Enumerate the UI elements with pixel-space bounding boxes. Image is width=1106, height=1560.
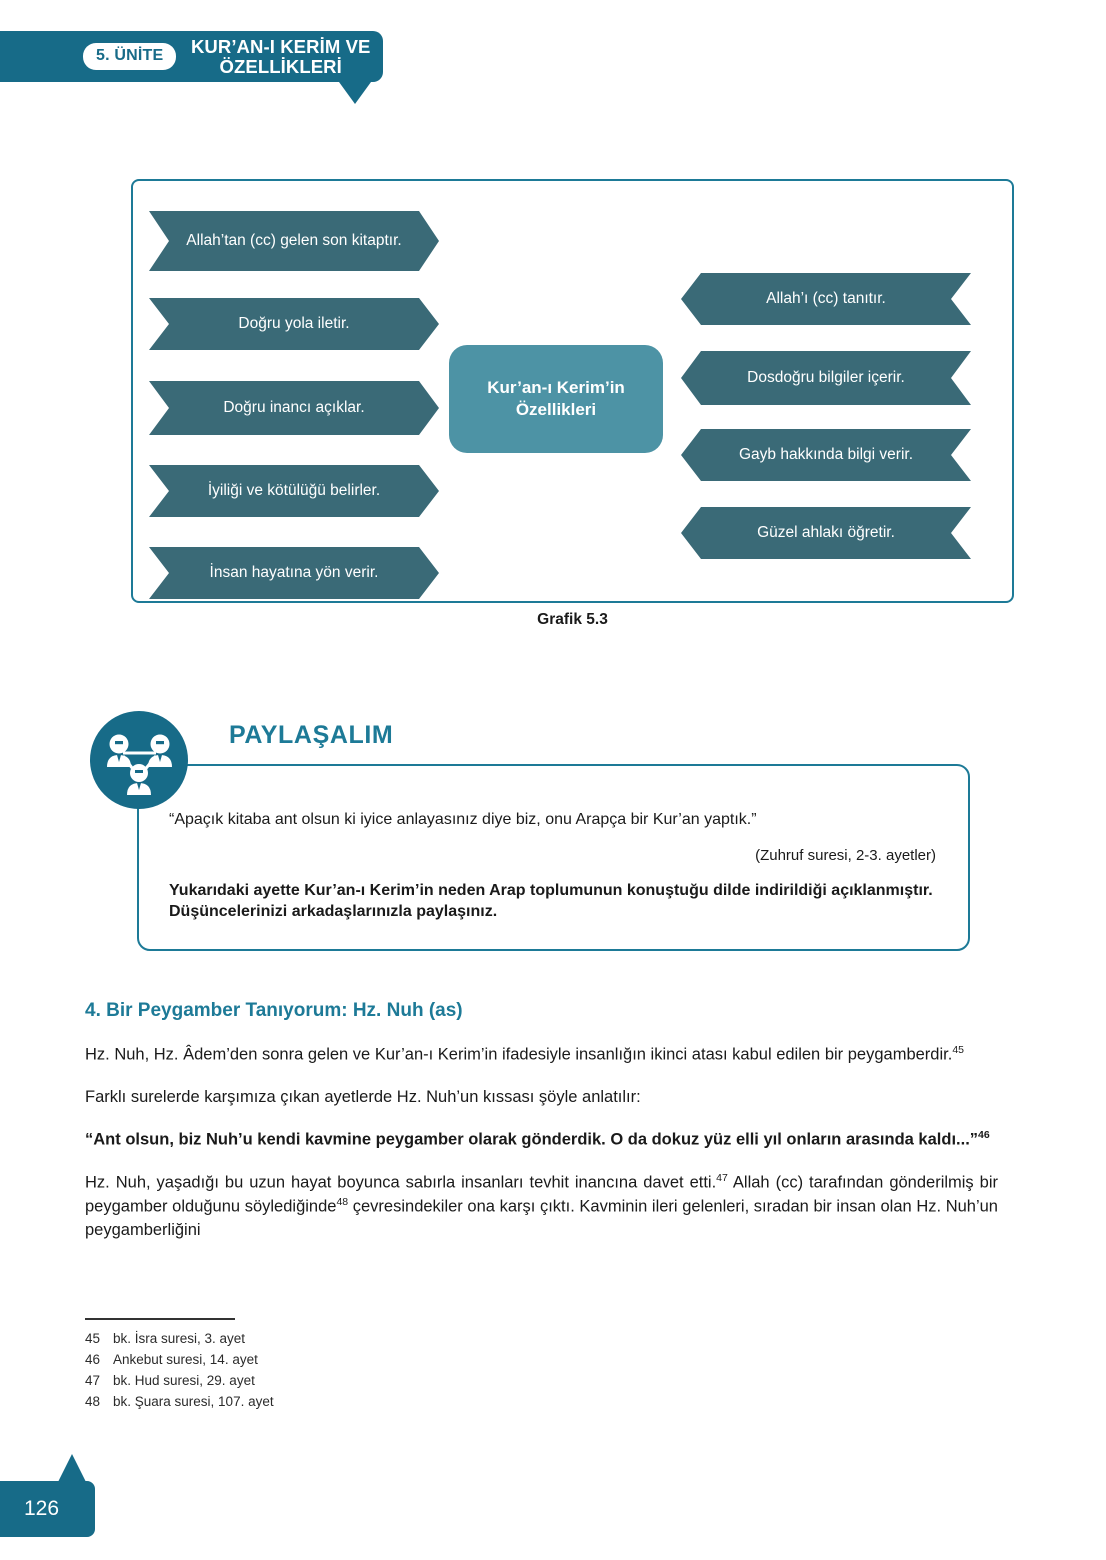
- footnote-item: 46 Ankebut suresi, 14. ayet: [85, 1349, 565, 1370]
- diagram-frame: Allah’tan (cc) gelen son kitaptır. Doğru…: [131, 179, 1014, 603]
- paragraph-4-part-a: Hz. Nuh, yaşadığı bu uzun hayat boyunca …: [85, 1173, 717, 1192]
- footnote-ref-48[interactable]: 48: [336, 1196, 349, 1209]
- share-quote-source: (Zuhruf suresi, 2-3. ayetler): [755, 846, 936, 864]
- share-quote: “Apaçık kitaba ant olsun ki iyice anlaya…: [169, 811, 757, 828]
- diagram-caption: Grafik 5.3: [537, 611, 608, 628]
- diagram-right-branch: Gayb hakkında bilgi verir.: [681, 429, 971, 481]
- footnote-item: 45 bk. İsra suresi, 3. ayet: [85, 1328, 565, 1349]
- share-content-box: “Apaçık kitaba ant olsun ki iyice anlaya…: [137, 764, 970, 951]
- diagram-left-branch: Doğru yola iletir.: [149, 298, 439, 350]
- footnote-ref-47[interactable]: 47: [716, 1172, 728, 1185]
- diagram-left-branch: İnsan hayatına yön verir.: [149, 547, 439, 599]
- unit-banner: 5. ÜNİTE KUR’AN-I KERİM VE ÖZELLİKLERİ: [0, 31, 383, 82]
- page-footer-pointer-icon: [58, 1454, 86, 1482]
- diagram-right-branch: Dosdoğru bilgiler içerir.: [681, 351, 971, 405]
- footnote-number: 46: [85, 1351, 101, 1367]
- page-footer: 126: [0, 1481, 95, 1537]
- footnote-ref-46[interactable]: 46: [978, 1129, 990, 1142]
- paragraph-3-text: “Ant olsun, biz Nuh’u kendi kavmine peyg…: [85, 1130, 979, 1149]
- diagram-left-branch: İyiliği ve kötülüğü belirler.: [149, 465, 439, 517]
- paragraph-1: Hz. Nuh, Hz. Âdem’den sonra gelen ve Kur…: [85, 1043, 998, 1067]
- paragraph-4-part-c: çevresindekiler ona karşı çıktı. Kavmini…: [85, 1197, 998, 1240]
- footnote-divider: [85, 1318, 235, 1320]
- diagram-left-branch: Allah’tan (cc) gelen son kitaptır.: [149, 211, 439, 271]
- diagram-right-branch: Güzel ahlakı öğretir.: [681, 507, 971, 559]
- paragraph-1-text: Hz. Nuh, Hz. Âdem’den sonra gelen ve Kur…: [85, 1045, 953, 1064]
- footnotes-block: 45 bk. İsra suresi, 3. ayet 46 Ankebut s…: [85, 1318, 565, 1413]
- footnote-text: bk. Şuara suresi, 107. ayet: [113, 1394, 274, 1410]
- footnote-text: bk. İsra suresi, 3. ayet: [113, 1330, 246, 1346]
- three-people-icon: [90, 711, 188, 809]
- unit-number-badge: 5. ÜNİTE: [83, 43, 177, 70]
- footnote-text: Ankebut suresi, 14. ayet: [113, 1351, 258, 1367]
- share-section-title: PAYLAŞALIM: [229, 721, 394, 749]
- footnote-number: 48: [85, 1394, 101, 1410]
- footnote-number: 45: [85, 1330, 101, 1346]
- diagram-right-branch: Allah’ı (cc) tanıtır.: [681, 273, 971, 325]
- paragraph-4: Hz. Nuh, yaşadığı bu uzun hayat boyunca …: [85, 1171, 998, 1242]
- paragraph-3-quote: “Ant olsun, biz Nuh’u kendi kavmine peyg…: [85, 1128, 998, 1152]
- banner-pointer-icon: [339, 82, 371, 104]
- footnote-item: 48 bk. Şuara suresi, 107. ayet: [85, 1391, 565, 1412]
- diagram-left-branch: Doğru inancı açıklar.: [149, 381, 439, 435]
- footnote-ref-45[interactable]: 45: [952, 1044, 964, 1056]
- share-task-text: Yukarıdaki ayette Kur’an-ı Kerim’in nede…: [169, 881, 933, 921]
- footnote-text: bk. Hud suresi, 29. ayet: [113, 1373, 255, 1389]
- page-number: 126: [24, 1497, 60, 1520]
- section-heading: 4. Bir Peygamber Tanıyorum: Hz. Nuh (as): [85, 1000, 463, 1021]
- main-content: 4. Bir Peygamber Tanıyorum: Hz. Nuh (as)…: [85, 1000, 998, 1262]
- footnote-number: 47: [85, 1373, 101, 1389]
- footnote-item: 47 bk. Hud suresi, 29. ayet: [85, 1370, 565, 1391]
- diagram-center-node: Kur’an-ı Kerim’in Özellikleri: [449, 345, 663, 453]
- paragraph-2: Farklı surelerde karşımıza çıkan ayetler…: [85, 1087, 641, 1106]
- unit-title: KUR’AN-I KERİM VE ÖZELLİKLERİ: [190, 35, 371, 77]
- paragraph-4-part-b: Allah (cc) tarafından gönderilmiş bir pe…: [85, 1173, 998, 1216]
